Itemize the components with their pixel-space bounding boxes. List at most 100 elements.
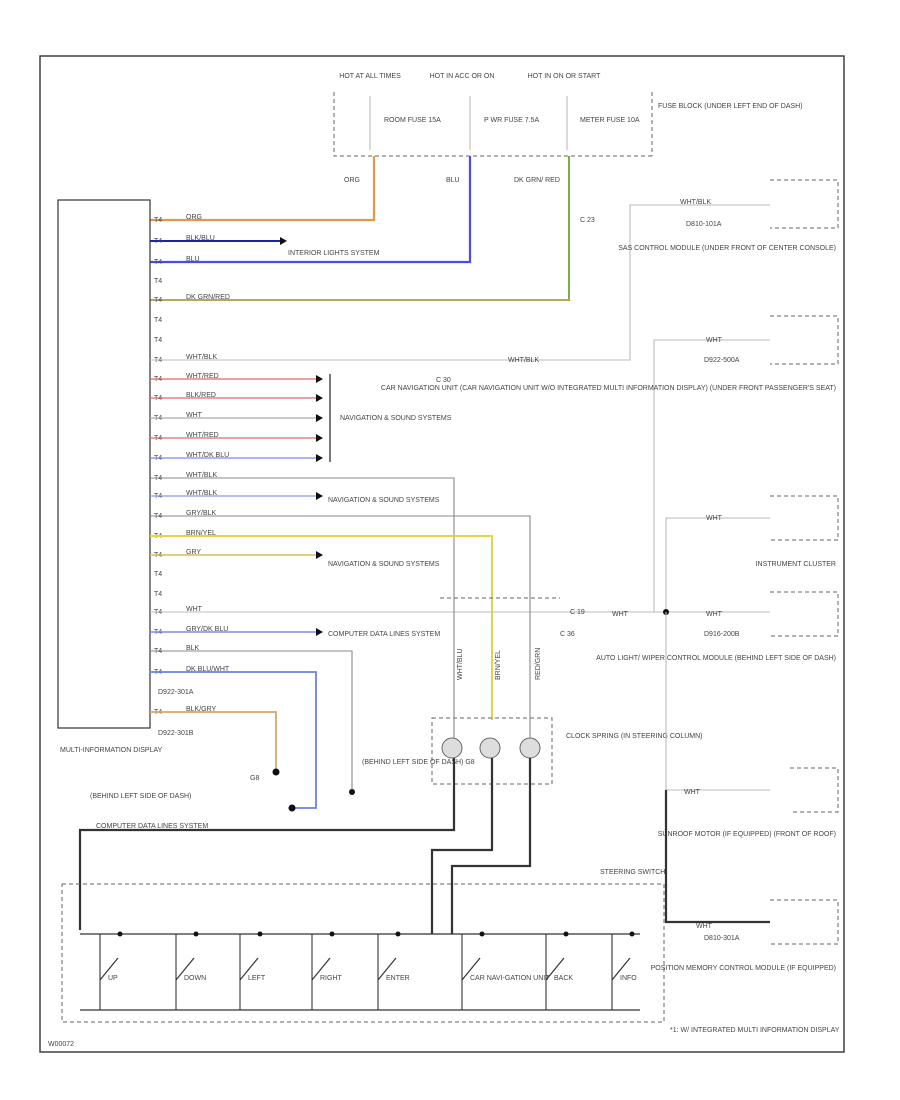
- steering-switch-label: STEERING SWITCH: [600, 869, 665, 876]
- blu-wire-label: BLU: [446, 177, 460, 184]
- sun-name: SUNROOF MOTOR (IF EQUIPPED) (FRONT OF RO…: [658, 831, 836, 838]
- cs-lower-c: [450, 758, 532, 934]
- row16-wire: [150, 515, 531, 598]
- pin-wire-label: BLK/BLU: [186, 235, 215, 242]
- c36-label: C 36: [560, 631, 575, 638]
- wht-blk-srs-wire: [150, 204, 770, 361]
- ground-mid-dot: [349, 789, 355, 795]
- pin-wire-label: GRY: [186, 549, 201, 556]
- nav-conn: D922-500A: [704, 357, 740, 364]
- grn-wire-label: DK GRN/ RED: [514, 177, 560, 184]
- multi-info-display-module: MULTI-INFORMATION DISPLAY D922-301A D922…: [57, 199, 194, 754]
- auto-connector: [770, 591, 839, 637]
- module-conn-1: D922-301A: [158, 689, 194, 696]
- pin-wire-label: WHT/RED: [186, 373, 219, 380]
- cs-wire-b-label: BRN/YEL: [495, 650, 502, 680]
- pin-wire-label: WHT/DK BLU: [186, 452, 229, 459]
- switch-node: [329, 931, 335, 937]
- nav3-arrow: [316, 551, 323, 559]
- fuse-pwr-label: P WR FUSE 7.5A: [484, 117, 539, 124]
- srs-pin: WHT/BLK: [680, 199, 711, 206]
- nav-system-3: NAVIGATION & SOUND SYSTEMS: [328, 561, 440, 568]
- nav-arrow: [316, 394, 323, 402]
- pin-number: T4: [154, 297, 162, 304]
- pin-wire-label: DK GRN/RED: [186, 294, 230, 301]
- switch-contact: [545, 957, 565, 981]
- row17-wire: [150, 535, 493, 720]
- switch-label: LEFT: [248, 975, 266, 982]
- interior-arrow: [280, 237, 287, 245]
- switch-contact: [377, 957, 397, 981]
- cs-lower-a: [78, 758, 456, 930]
- module-name: MULTI-INFORMATION DISPLAY: [60, 747, 163, 754]
- pos-name: POSITION MEMORY CONTROL MODULE (IF EQUIP…: [651, 965, 836, 972]
- switch-contact: [611, 957, 631, 981]
- org-wire-label: ORG: [344, 177, 360, 184]
- pin-number: T4: [154, 337, 162, 344]
- module-box: [57, 199, 151, 729]
- pin-number: T4: [154, 591, 162, 598]
- srs-conn: D810-101A: [686, 221, 722, 228]
- comp1-arrow: [316, 628, 323, 636]
- switch-label: ENTER: [386, 975, 410, 982]
- nav2-arrow: [316, 492, 323, 500]
- signal-wires: WHT/BLK C 30 NAVIGATION & SOUND SYSTEMS …: [90, 204, 770, 830]
- switch-node: [117, 931, 123, 937]
- pin-number: T4: [154, 278, 162, 285]
- pos-conn: D810-301A: [704, 935, 740, 942]
- cs-wire-a-label: WHT/BLU: [457, 649, 464, 681]
- cs-lower-b: [430, 758, 494, 934]
- clock-spring-label: CLOCK SPRING (IN STEERING COLUMN): [566, 733, 703, 740]
- inst-pin: WHT: [706, 515, 723, 522]
- switch-contact: [461, 957, 481, 981]
- right-modules: WHT/BLK D810-101A SAS CONTROL MODULE (UN…: [381, 179, 839, 972]
- pin-wire-label: BLU: [186, 256, 200, 263]
- module-conn-2: D922-301B: [158, 730, 194, 737]
- inst-connector: [770, 495, 839, 541]
- pin-number: T4: [154, 217, 162, 224]
- switch-label: INFO: [620, 975, 637, 982]
- pos-wire: [664, 790, 770, 924]
- pos-connector: [770, 899, 839, 945]
- fuse-meter-label: METER FUSE 10A: [580, 117, 640, 124]
- ground-left-g: G8: [250, 775, 259, 782]
- switch-node: [563, 931, 569, 937]
- nav-system-2: NAVIGATION & SOUND SYSTEMS: [328, 497, 440, 504]
- switch-label: RIGHT: [320, 975, 343, 982]
- blu-wire: [150, 156, 472, 264]
- c19-label: C 19: [570, 609, 585, 616]
- switch-node: [395, 931, 401, 937]
- switch-contact: [239, 957, 259, 981]
- pin-wire-label: WHT/BLK: [186, 490, 217, 497]
- top-wires: ORG BLU DK GRN/ RED C 23 INTERIOR LIGHTS…: [150, 156, 595, 301]
- nav-name: CAR NAVIGATION UNIT (CAR NAVIGATION UNIT…: [381, 385, 836, 392]
- nav-unit-wire: [653, 339, 770, 612]
- pin-wire-label: BRN/YEL: [186, 530, 216, 537]
- srs-name: SAS CONTROL MODULE (UNDER FRONT OF CENTE…: [618, 245, 836, 252]
- sun-wire: [665, 612, 770, 791]
- switch-label: DOWN: [184, 975, 206, 982]
- clock-spring-coil-3: [519, 737, 541, 759]
- pin-wire-label: BLK/RED: [186, 392, 216, 399]
- comp-data-2: COMPUTER DATA LINES SYSTEM: [96, 823, 208, 830]
- pin-wire-label: GRY/BLK: [186, 510, 217, 517]
- pin-number: T4: [154, 571, 162, 578]
- nav-system-1: NAVIGATION & SOUND SYSTEMS: [340, 415, 452, 422]
- switch-node: [629, 931, 635, 937]
- hot-all-times-label: HOT AT ALL TIMES: [339, 73, 401, 80]
- pin-wire-label: GRY/DK BLU: [186, 626, 228, 633]
- pos-pin: WHT: [696, 923, 713, 930]
- switch-node: [479, 931, 485, 937]
- org-wire: [150, 156, 376, 222]
- fuse-room-label: ROOM FUSE 15A: [384, 117, 441, 124]
- ground-left-label: (BEHIND LEFT SIDE OF DASH): [90, 793, 191, 800]
- steering-switch-outline: [61, 883, 665, 1023]
- auto-pin: WHT: [706, 611, 723, 618]
- pin-number: T4: [154, 259, 162, 266]
- comp-data-1: COMPUTER DATA LINES SYSTEM: [328, 631, 440, 638]
- nav-connector: [770, 315, 839, 365]
- nav-arrow: [316, 454, 323, 462]
